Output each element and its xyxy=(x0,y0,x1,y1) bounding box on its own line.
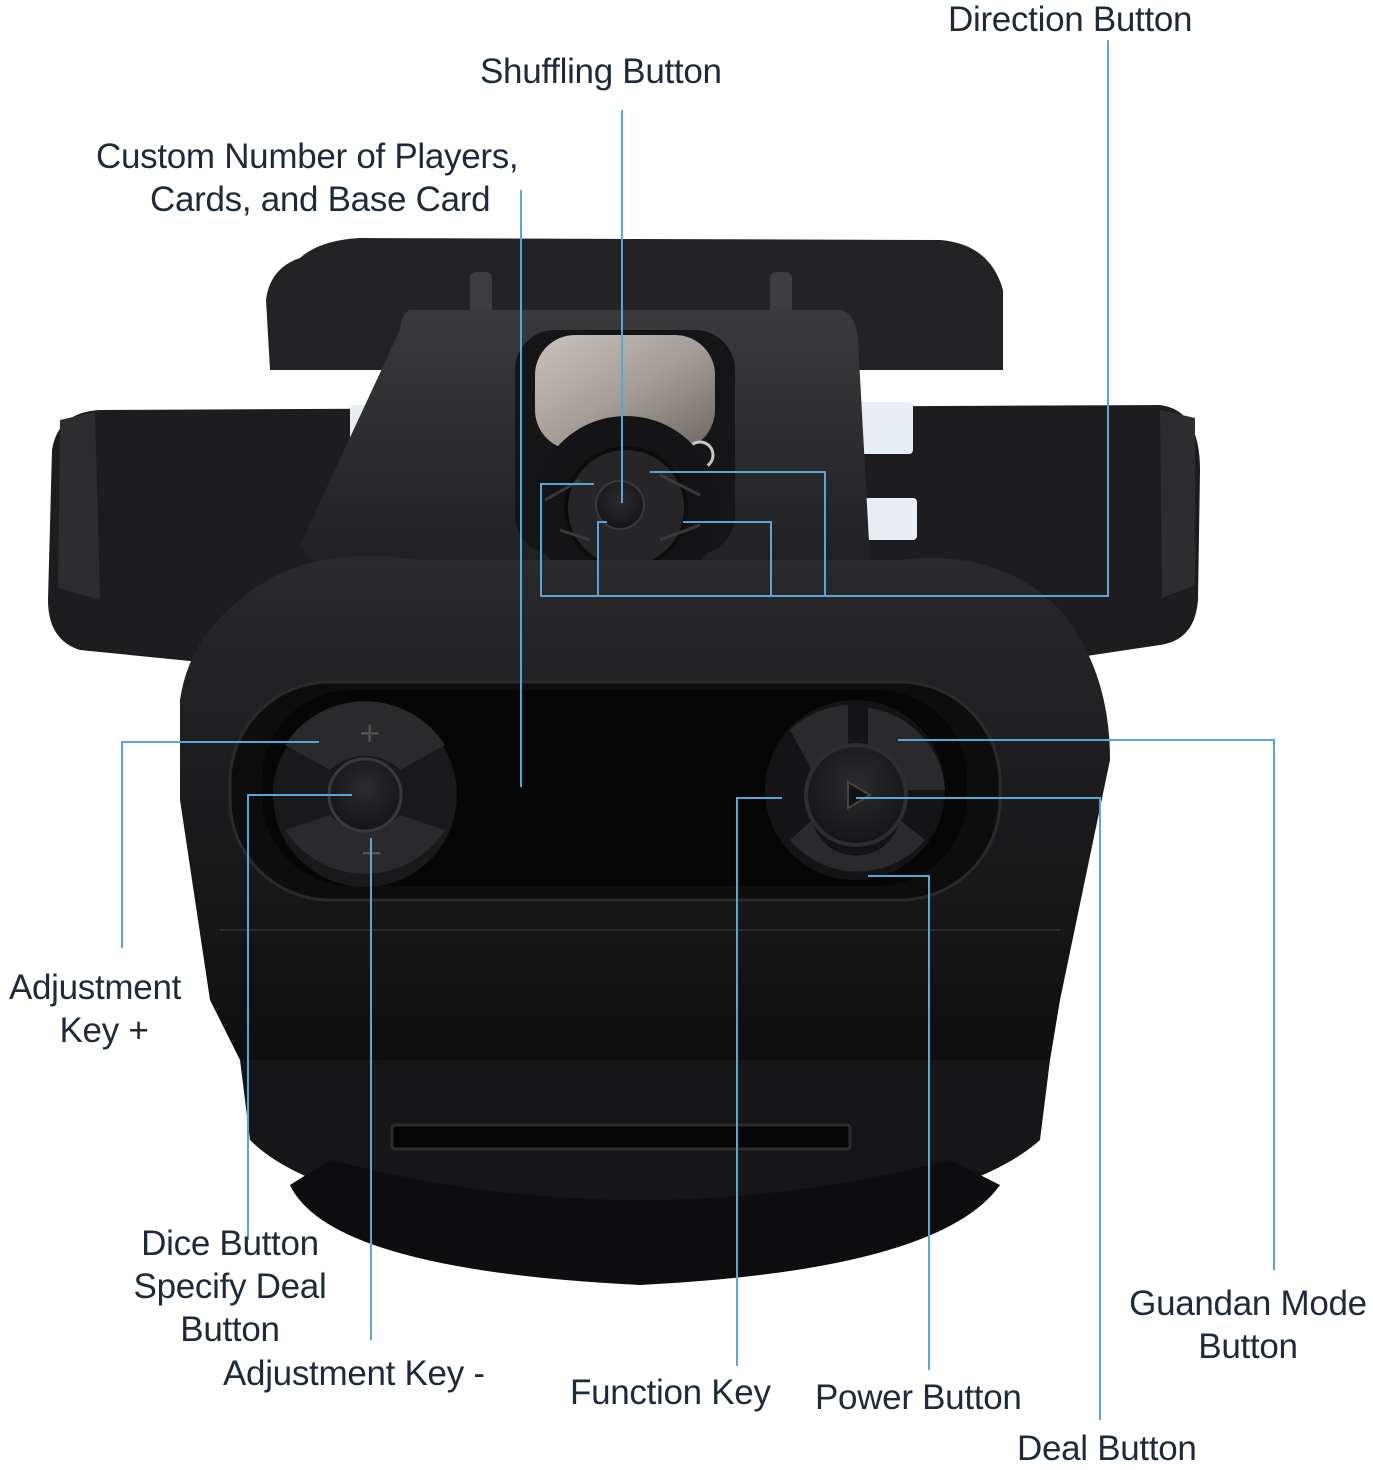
label-adjustment-key-minus: Adjustment Key - xyxy=(223,1354,485,1393)
roller-br xyxy=(862,498,917,540)
leader-direction xyxy=(540,40,1109,597)
label-shuffling-button: Shuffling Button xyxy=(480,52,722,91)
adjust-minus-key xyxy=(285,815,445,874)
label-deal-button: Deal Button xyxy=(1017,1429,1197,1468)
leader-guandan xyxy=(898,739,1275,1270)
svg-text:+: + xyxy=(358,716,381,749)
card-slot xyxy=(390,1123,852,1151)
label-function-key: Function Key xyxy=(570,1373,771,1412)
label-custom-players: Custom Number of Players, Cards, and Bas… xyxy=(96,137,519,219)
label-power-button: Power Button xyxy=(815,1378,1022,1417)
roller-tr xyxy=(858,402,913,454)
adjust-plus-key xyxy=(285,701,445,770)
leader-deal xyxy=(856,797,1101,1420)
label-guandan-mode: Guandan Mode Button xyxy=(1129,1284,1367,1366)
leader-adjust-plus xyxy=(121,741,319,948)
leader-power xyxy=(868,875,930,1370)
top-screen xyxy=(535,335,715,450)
base xyxy=(290,1160,1000,1285)
label-dice-button: Dice Button Specify Deal Button xyxy=(133,1224,327,1349)
label-adjustment-key-plus: Adjustment Key + xyxy=(8,968,182,1050)
label-direction-button: Direction Button xyxy=(948,0,1193,39)
function-key xyxy=(790,705,848,770)
guandan-mode-key xyxy=(868,708,945,790)
leader-dice xyxy=(247,794,352,1240)
leader-function xyxy=(736,797,782,1366)
top-center-button xyxy=(595,480,645,530)
power-key xyxy=(790,820,925,872)
